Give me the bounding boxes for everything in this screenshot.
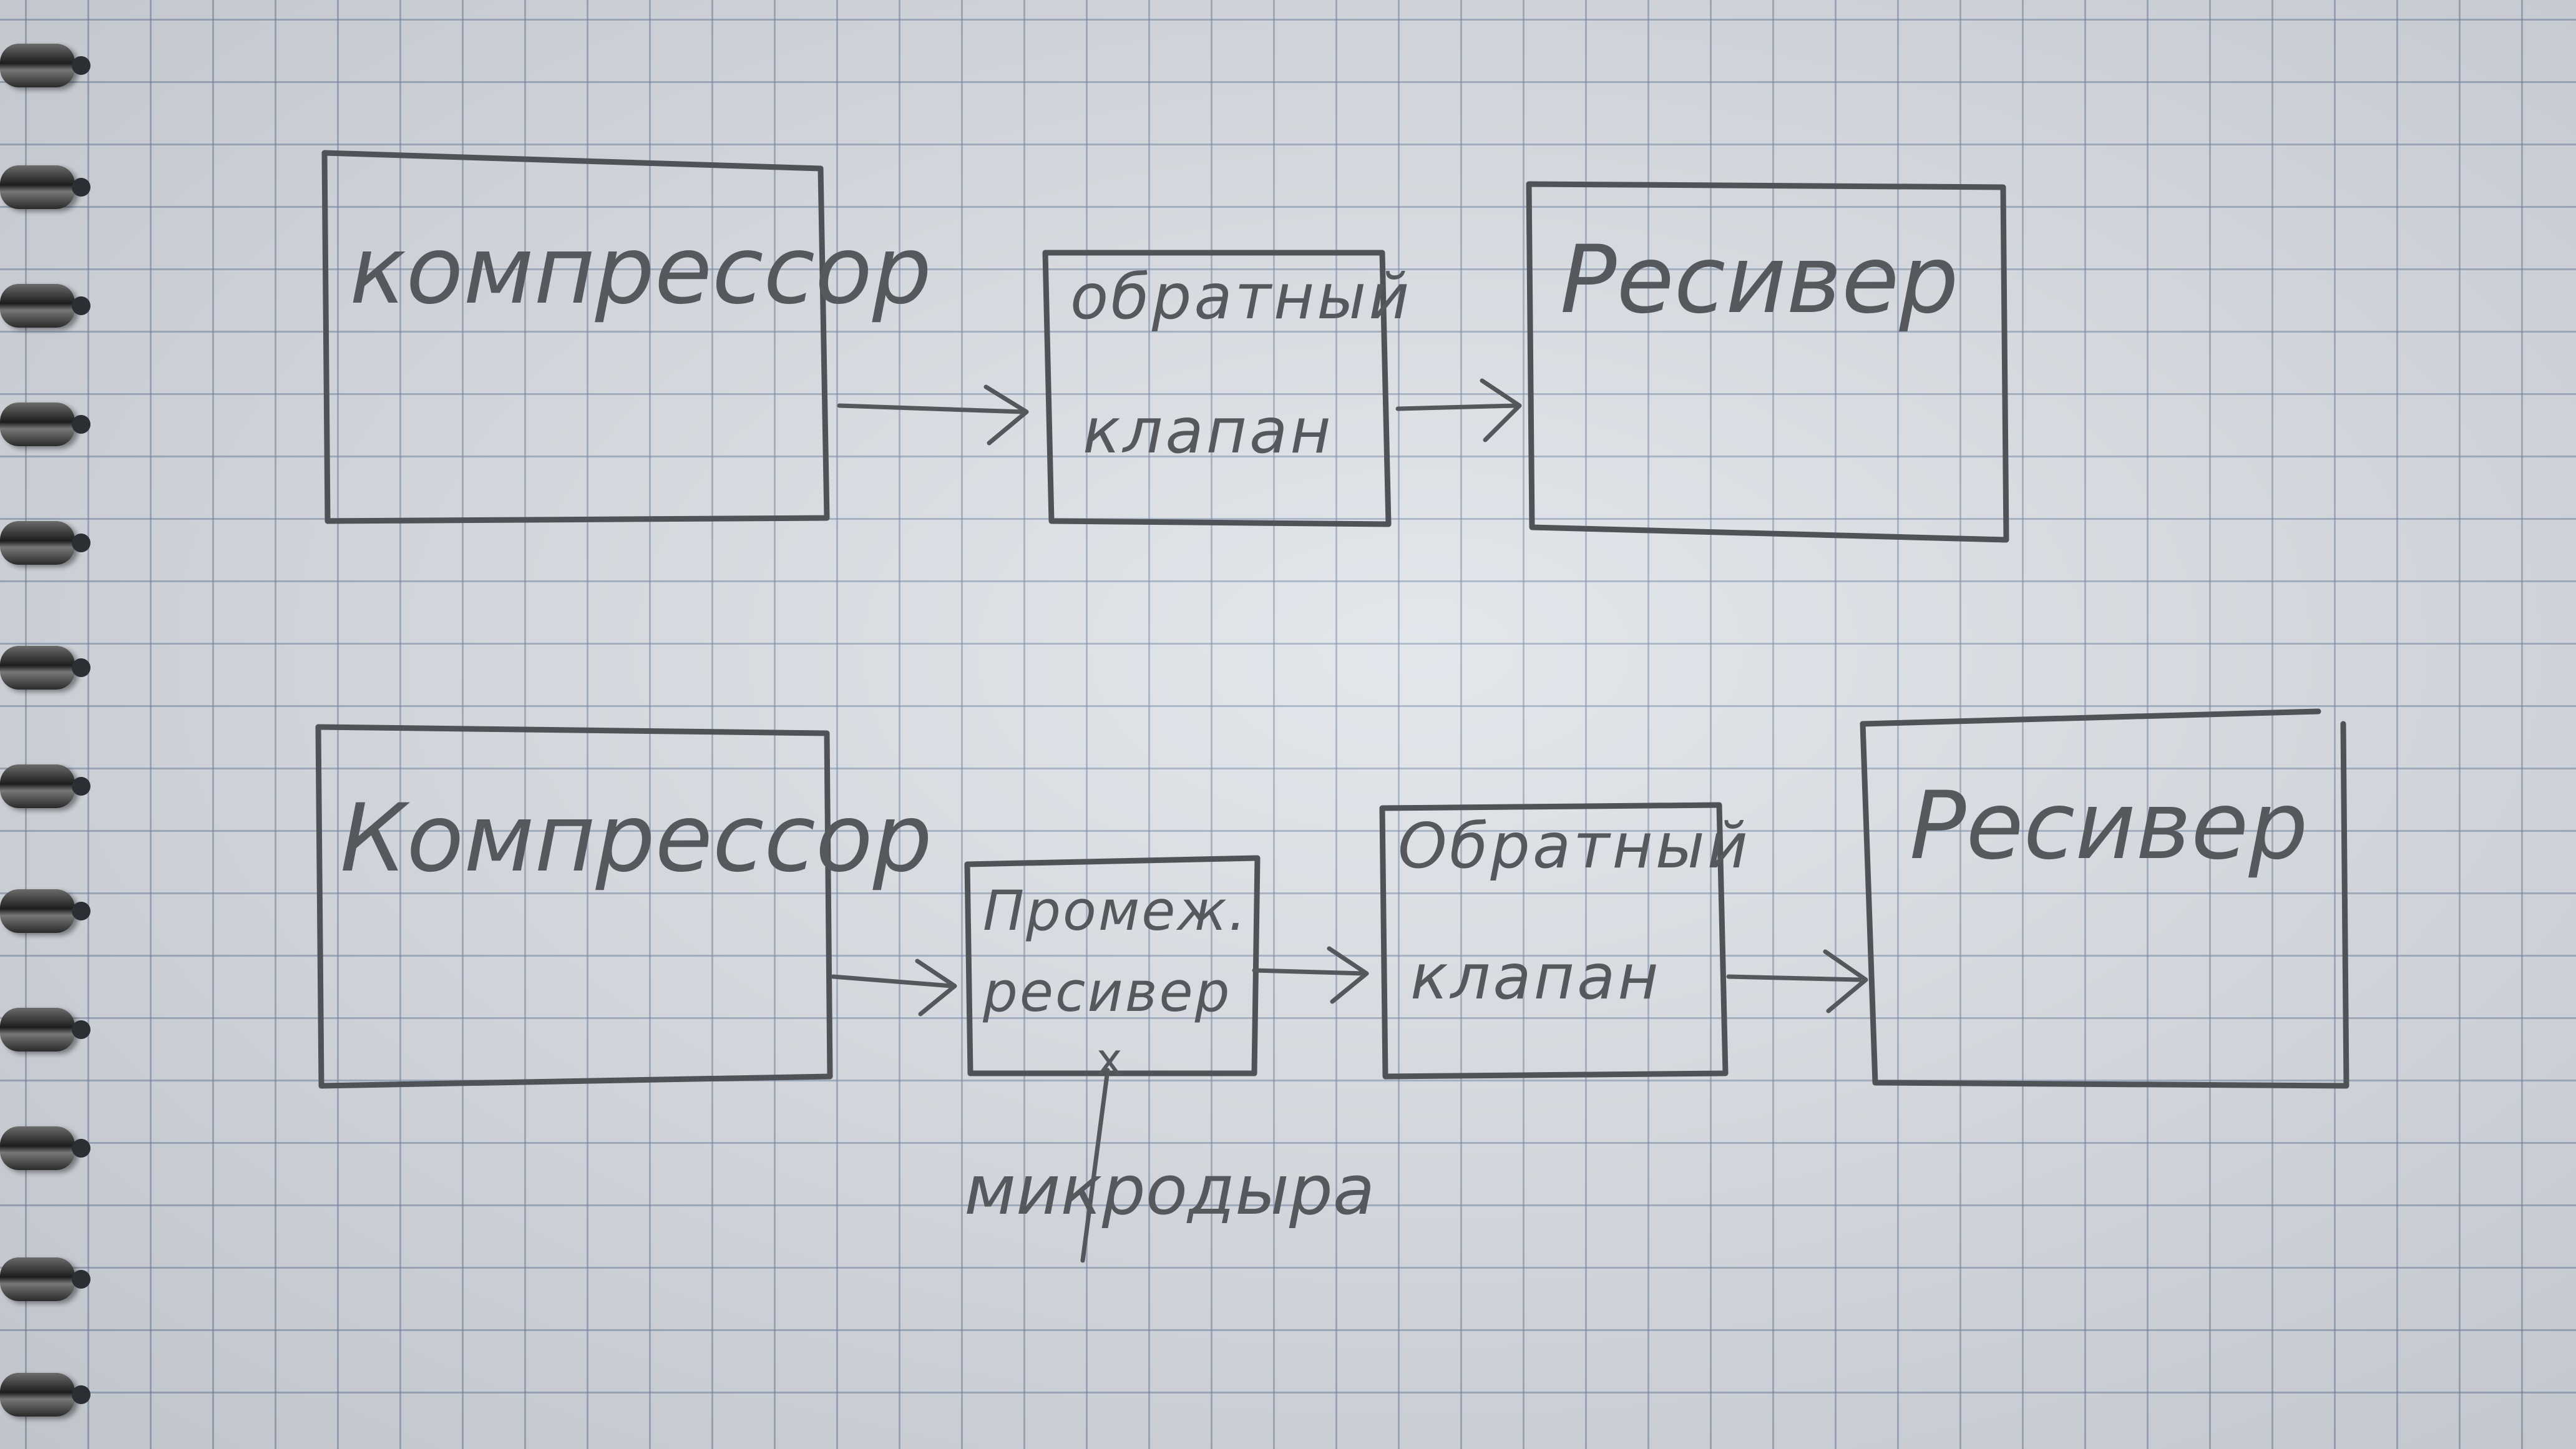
bottom-receiver-block: Ресивер: [1860, 708, 2349, 1089]
bottom-arrow-1: [831, 959, 957, 1017]
leak-marker: x: [1096, 1034, 1122, 1085]
leak-label: микродыра: [964, 1150, 1375, 1230]
bottom-arrow-3: [1726, 949, 1868, 1013]
top-arrow-2: [1395, 378, 1522, 442]
bottom-intermediate-receiver-block: Промеж. ресивер: [964, 855, 1261, 1076]
top-arrow-1: [837, 384, 1029, 446]
top-compressor-block: компрессор: [321, 150, 932, 524]
bottom-compressor-label: Компрессор: [340, 784, 932, 893]
top-check-valve-block: обратный клапан: [1042, 250, 1412, 527]
bottom-intermediate-receiver-label-1: Промеж.: [983, 879, 1248, 943]
leak-annotation: x микродыра: [964, 1034, 1375, 1263]
top-compressor-label: компрессор: [349, 217, 932, 325]
bottom-receiver-label: Ресивер: [1910, 772, 2308, 881]
bottom-arrow-2: [1252, 946, 1369, 1004]
bottom-compressor-block: Компрессор: [315, 724, 932, 1089]
top-receiver-block: Ресивер: [1526, 181, 2009, 543]
top-check-valve-label-2: клапан: [1083, 394, 1334, 467]
bottom-intermediate-receiver-label-2: ресивер: [982, 960, 1231, 1024]
top-check-valve-label-1: обратный: [1070, 260, 1412, 333]
bottom-check-valve-label-2: клапан: [1410, 940, 1661, 1013]
bottom-check-valve-label-1: Обратный: [1398, 809, 1750, 882]
top-receiver-label: Ресивер: [1560, 226, 1959, 334]
bottom-check-valve-block: Обратный клапан: [1379, 802, 1750, 1080]
